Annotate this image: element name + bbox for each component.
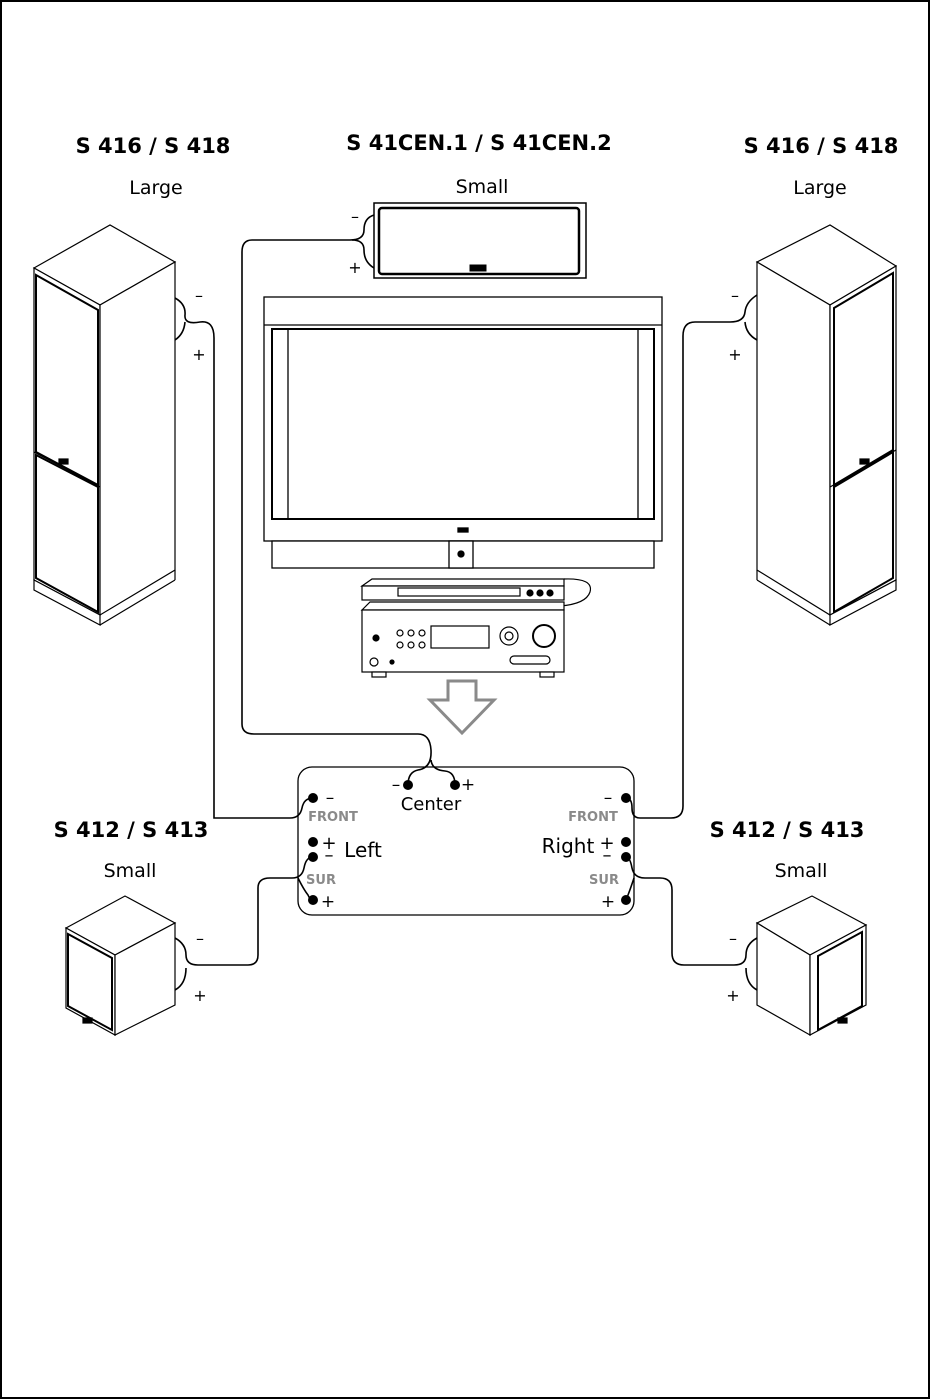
front-left-wire-plus	[174, 321, 186, 341]
panel-front-left-plus: +	[321, 833, 336, 854]
down-arrow-icon	[426, 679, 498, 736]
tv-icon	[263, 296, 663, 569]
front-left-plus-terminal	[308, 837, 318, 847]
receiver-icon	[360, 601, 565, 678]
surround-right-minus-label: –	[729, 929, 737, 948]
panel-center-minus: –	[392, 775, 401, 795]
panel-surround-right-label: SUR	[589, 873, 619, 888]
front-right-size-label: Large	[793, 177, 846, 199]
bookshelf-speaker-icon	[755, 895, 868, 1037]
center-size-label: Small	[456, 176, 509, 198]
surround-left-plus-label: +	[193, 986, 206, 1005]
surround-left-wire	[174, 856, 314, 966]
panel-center-plus: +	[461, 775, 475, 795]
panel-front-left-label: FRONT	[308, 810, 358, 825]
front-left-model-label: S 416 / S 418	[76, 134, 231, 158]
front-right-minus-label: –	[731, 286, 739, 305]
front-right-wire-plus	[744, 321, 758, 341]
center-speaker-icon	[373, 202, 587, 279]
panel-surround-right-plus: +	[601, 892, 615, 912]
front-left-wire	[174, 297, 314, 819]
panel-surround-left-label: SUR	[306, 873, 336, 888]
front-right-model-label: S 416 / S 418	[744, 134, 899, 158]
speaker-wires	[174, 214, 758, 991]
center-model-label: S 41CEN.1 / S 41CEN.2	[346, 131, 611, 155]
panel-front-left-minus: –	[326, 788, 335, 808]
panel-center-label: Center	[401, 794, 462, 815]
panel-front-right-plus: +	[599, 833, 614, 854]
surround-left-size-label: Small	[104, 860, 157, 882]
panel-right-label: Right	[542, 834, 595, 858]
bookshelf-speaker-icon	[64, 895, 177, 1037]
surround-left-model-label: S 412 / S 413	[54, 818, 209, 842]
front-right-wire	[625, 294, 758, 819]
surround-left-minus-label: –	[196, 929, 204, 948]
center-plus-label: +	[348, 258, 361, 277]
center-minus-label: –	[351, 207, 359, 226]
front-left-plus-label: +	[192, 345, 205, 364]
disc-player-icon	[360, 578, 592, 607]
center-wire-plus	[351, 239, 375, 269]
panel-left-label: Left	[344, 838, 382, 862]
floorstanding-speaker-icon	[32, 224, 177, 626]
surround-right-plus-label: +	[726, 986, 739, 1005]
surround-right-wire-term	[625, 877, 635, 901]
front-right-plus-label: +	[728, 345, 741, 364]
panel-front-right-minus: –	[604, 788, 613, 808]
surround-left-wire-term	[297, 877, 314, 901]
center-wire-branch	[430, 759, 456, 786]
surround-right-wire	[625, 856, 758, 966]
center-wire	[241, 214, 432, 786]
floorstanding-speaker-icon	[755, 224, 898, 626]
surround-left-wire-plus	[174, 967, 187, 991]
panel-front-right-label: FRONT	[568, 810, 618, 825]
surround-right-wire-plus	[745, 967, 758, 991]
surround-right-model-label: S 412 / S 413	[710, 818, 865, 842]
front-left-size-label: Large	[129, 177, 182, 199]
front-right-plus-terminal	[621, 837, 631, 847]
front-left-minus-label: –	[195, 286, 203, 305]
panel-surround-right-minus: –	[603, 845, 612, 866]
surround-right-size-label: Small	[775, 860, 828, 882]
panel-surround-left-minus: –	[325, 845, 334, 866]
panel-surround-left-plus: +	[321, 892, 335, 912]
